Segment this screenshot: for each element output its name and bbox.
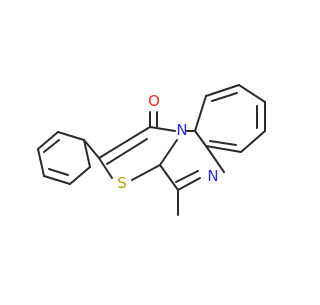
bond-s-c2 bbox=[98, 157, 113, 179]
bond-c2-phenyl bbox=[83, 139, 100, 159]
bond-c1-nbridge bbox=[149, 126, 176, 132]
bond-cmethyl-c3a bbox=[159, 164, 179, 191]
molecule-structure: O N N S bbox=[37, 84, 266, 216]
bond-c2-c1 bbox=[98, 126, 151, 159]
bond-benzo-6b bbox=[209, 140, 237, 146]
bond-ph-5 bbox=[69, 166, 91, 185]
bond-benzo-6 bbox=[205, 145, 242, 153]
bond-benzo-3 bbox=[238, 84, 266, 103]
bond-ph-6 bbox=[83, 139, 91, 168]
bond-ph-4b bbox=[48, 168, 69, 176]
bond-nimine-cmethyl bbox=[177, 177, 201, 191]
bond-c2-c1-double bbox=[106, 138, 148, 165]
bond-benzo-2b bbox=[211, 92, 238, 102]
atom-label-nitrogen-bridge: N bbox=[176, 121, 187, 139]
bond-ph-3 bbox=[37, 148, 45, 177]
bond-c3a-s bbox=[131, 164, 161, 181]
bond-benzo-2 bbox=[205, 84, 240, 97]
bond-nimine-cmethyl-double bbox=[175, 170, 199, 183]
molecule-canvas: O N N S bbox=[37, 84, 266, 216]
bond-benzo-1 bbox=[194, 95, 207, 132]
bond-nbridge-c3a bbox=[159, 139, 178, 166]
atom-label-sulfur: S bbox=[117, 174, 127, 192]
atom-label-nitrogen-imine: N bbox=[207, 167, 218, 185]
atom-label-oxygen: O bbox=[148, 92, 160, 110]
bond-ph-1 bbox=[57, 131, 85, 141]
bond-cfused-nimine bbox=[205, 145, 225, 173]
bond-ph-2b bbox=[43, 139, 60, 153]
bond-benzo-fuse bbox=[194, 130, 207, 147]
bond-benzo-5 bbox=[240, 130, 266, 153]
bond-ph-4 bbox=[43, 175, 71, 185]
bond-ph-2 bbox=[37, 131, 59, 150]
